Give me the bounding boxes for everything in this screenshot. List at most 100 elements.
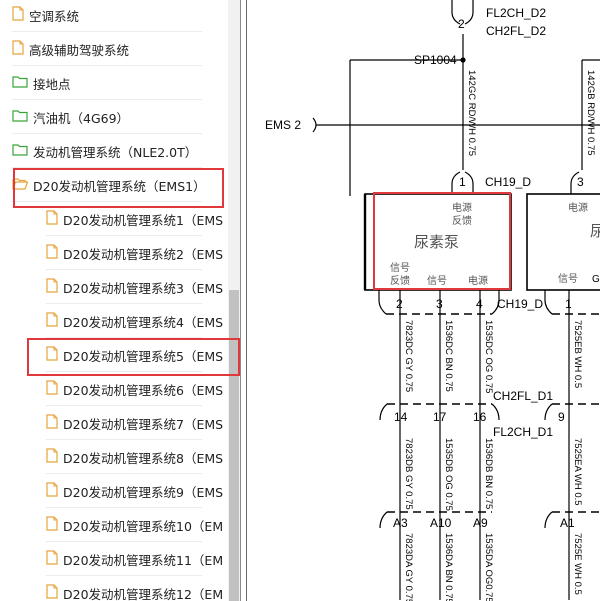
tree-item-ems-sub[interactable]: D20发动机管理系统10（EM xyxy=(46,508,224,542)
wire-label: 7525EB WH 0.5 xyxy=(572,320,583,388)
connector-arc xyxy=(451,171,461,196)
tree-item-1[interactable]: 高级辅助驾驶系统 xyxy=(12,32,224,66)
file-icon xyxy=(46,516,58,534)
file-icon xyxy=(46,448,58,466)
tree-item-ems-sub[interactable]: D20发动机管理系统3（EMS xyxy=(46,270,224,304)
tree-item-ems-sub[interactable]: D20发动机管理系统8（EMS xyxy=(46,440,224,474)
diagram-border xyxy=(246,0,247,601)
tree-item-4[interactable]: 发动机管理系统（NLE2.0T） xyxy=(12,134,224,168)
tree-item-5[interactable]: D20发动机管理系统（EMS1） xyxy=(12,168,224,202)
row-divider xyxy=(46,507,202,508)
ems-label: EMS 2 xyxy=(265,118,301,132)
row-divider xyxy=(46,575,202,576)
connector-bracket xyxy=(491,403,500,421)
tree-item-ems-sub[interactable]: D20发动机管理系统4（EMS xyxy=(46,304,224,338)
pin-label: 16 xyxy=(473,410,487,424)
panel-divider[interactable] xyxy=(240,0,241,601)
row-divider xyxy=(12,167,202,168)
wiring-diagram[interactable]: 2 FL2CH_D2 CH2FL_D2 SP1004 EMS 2 142GC R… xyxy=(247,0,600,601)
connector-arc xyxy=(464,171,474,196)
scrollbar-thumb[interactable] xyxy=(229,290,239,601)
connector-bracket xyxy=(544,511,553,529)
file-icon xyxy=(46,414,58,432)
file-icon xyxy=(46,584,58,601)
file-icon xyxy=(46,550,58,568)
tree-item-label: D20发动机管理系统3（EMS xyxy=(63,280,224,296)
tree-item-label: D20发动机管理系统9（EMS xyxy=(63,484,224,500)
tree-item-label: D20发动机管理系统2（EMS xyxy=(63,246,224,262)
tree-item-label: 发动机管理系统（NLE2.0T） xyxy=(33,144,198,160)
tree-item-ems-sub[interactable]: D20发动机管理系统1（EMS xyxy=(46,202,224,236)
wire-label: 1535DA OG0.75 xyxy=(483,533,494,601)
pin-label: A1 xyxy=(560,516,575,530)
tree-item-ems-sub[interactable]: D20发动机管理系统6（EMS xyxy=(46,372,224,406)
pin-label: A3 xyxy=(393,516,408,530)
row-divider xyxy=(12,31,202,32)
tree-item-ems-sub[interactable]: D20发动机管理系统5（EMS xyxy=(46,338,224,372)
tree-item-label: D20发动机管理系统12（EM xyxy=(63,586,224,601)
tree-item-ems-sub[interactable]: D20发动机管理系统7（EMS xyxy=(46,406,224,440)
connector-label: CH19_D xyxy=(485,175,531,189)
row-divider xyxy=(46,269,202,270)
tree-item-ems-sub[interactable]: D20发动机管理系统12（EM xyxy=(46,576,224,601)
pump-signal-label-2: 信号 xyxy=(427,275,447,287)
tree-item-label: D20发动机管理系统11（EM xyxy=(63,552,224,568)
pin-label: 2 xyxy=(458,17,465,31)
tree-item-2[interactable]: 接地点 xyxy=(12,66,224,100)
tree-item-ems-sub[interactable]: D20发动机管理系统9（EMS xyxy=(46,474,224,508)
connector-bracket xyxy=(491,290,500,315)
pin-label: 1 xyxy=(459,175,466,189)
file-icon xyxy=(46,346,58,364)
pin-label: 9 xyxy=(558,410,565,424)
pump-power-label-2: 电源 xyxy=(468,274,488,287)
connector-bracket xyxy=(544,403,553,421)
pump-power-label: 电源 xyxy=(452,201,472,214)
right-component-box[interactable] xyxy=(526,193,600,291)
tree-item-label: 高级辅助驾驶系统 xyxy=(29,42,130,58)
row-divider xyxy=(46,541,202,542)
file-icon xyxy=(46,482,58,500)
urea-pump-box[interactable] xyxy=(364,193,512,291)
tree-item-label: D20发动机管理系统（EMS1） xyxy=(33,178,206,194)
row-divider xyxy=(46,371,202,372)
pin-label: A10 xyxy=(430,516,452,530)
file-icon xyxy=(46,244,58,262)
tree-item-ems-sub[interactable]: D20发动机管理系统2（EMS xyxy=(46,236,224,270)
row-divider xyxy=(46,303,202,304)
connector-label: FL2CH_D2 xyxy=(486,6,546,20)
right-power-label: 电源 xyxy=(568,201,588,214)
tree-sidebar: 空调系统高级辅助驾驶系统接地点汽油机（4G69） 发动机管理系统（NLE2.0T）… xyxy=(0,0,228,601)
tree-item-0[interactable]: 空调系统 xyxy=(12,0,224,32)
tree-item-label: D20发动机管理系统10（EM xyxy=(63,518,224,534)
folder-icon xyxy=(12,109,28,125)
wire-label: 7525E WH 0.5 xyxy=(572,533,583,595)
connector-arc xyxy=(570,171,580,196)
file-icon xyxy=(46,278,58,296)
connector-label: CH2FL_D2 xyxy=(486,24,546,38)
connector-arc-top xyxy=(451,0,461,25)
connector-bracket xyxy=(544,290,553,315)
file-icon xyxy=(12,6,24,24)
row-divider xyxy=(46,439,202,440)
wire-label: 1536DB BN 0.75 xyxy=(483,438,494,509)
right-signal-label: 信号 xyxy=(558,273,578,285)
wire-label: 1535DB OG 0.75 xyxy=(443,438,454,511)
folder-open-icon xyxy=(12,177,29,193)
connector-arc-top-right xyxy=(464,0,474,25)
tree-item-3[interactable]: 汽油机（4G69） xyxy=(12,100,224,134)
tree-item-label: D20发动机管理系统4（EMS xyxy=(63,314,224,330)
file-icon xyxy=(46,312,58,330)
file-icon xyxy=(12,40,24,58)
pin-label: 17 xyxy=(433,410,447,424)
row-divider xyxy=(12,65,202,66)
tree-item-ems-sub[interactable]: D20发动机管理系统11（EM xyxy=(46,542,224,576)
pump-signal-label: 信号 xyxy=(390,262,410,274)
tree-item-label: D20发动机管理系统7（EMS xyxy=(63,416,224,432)
pump-feedback-label: 反馈 xyxy=(452,214,472,227)
right-partial-name: 尿 xyxy=(590,222,600,240)
row-divider xyxy=(46,235,202,236)
tree-item-label: 空调系统 xyxy=(29,8,80,24)
pin-label: A9 xyxy=(473,516,488,530)
pin-label: 14 xyxy=(394,410,408,424)
row-divider xyxy=(46,337,202,338)
